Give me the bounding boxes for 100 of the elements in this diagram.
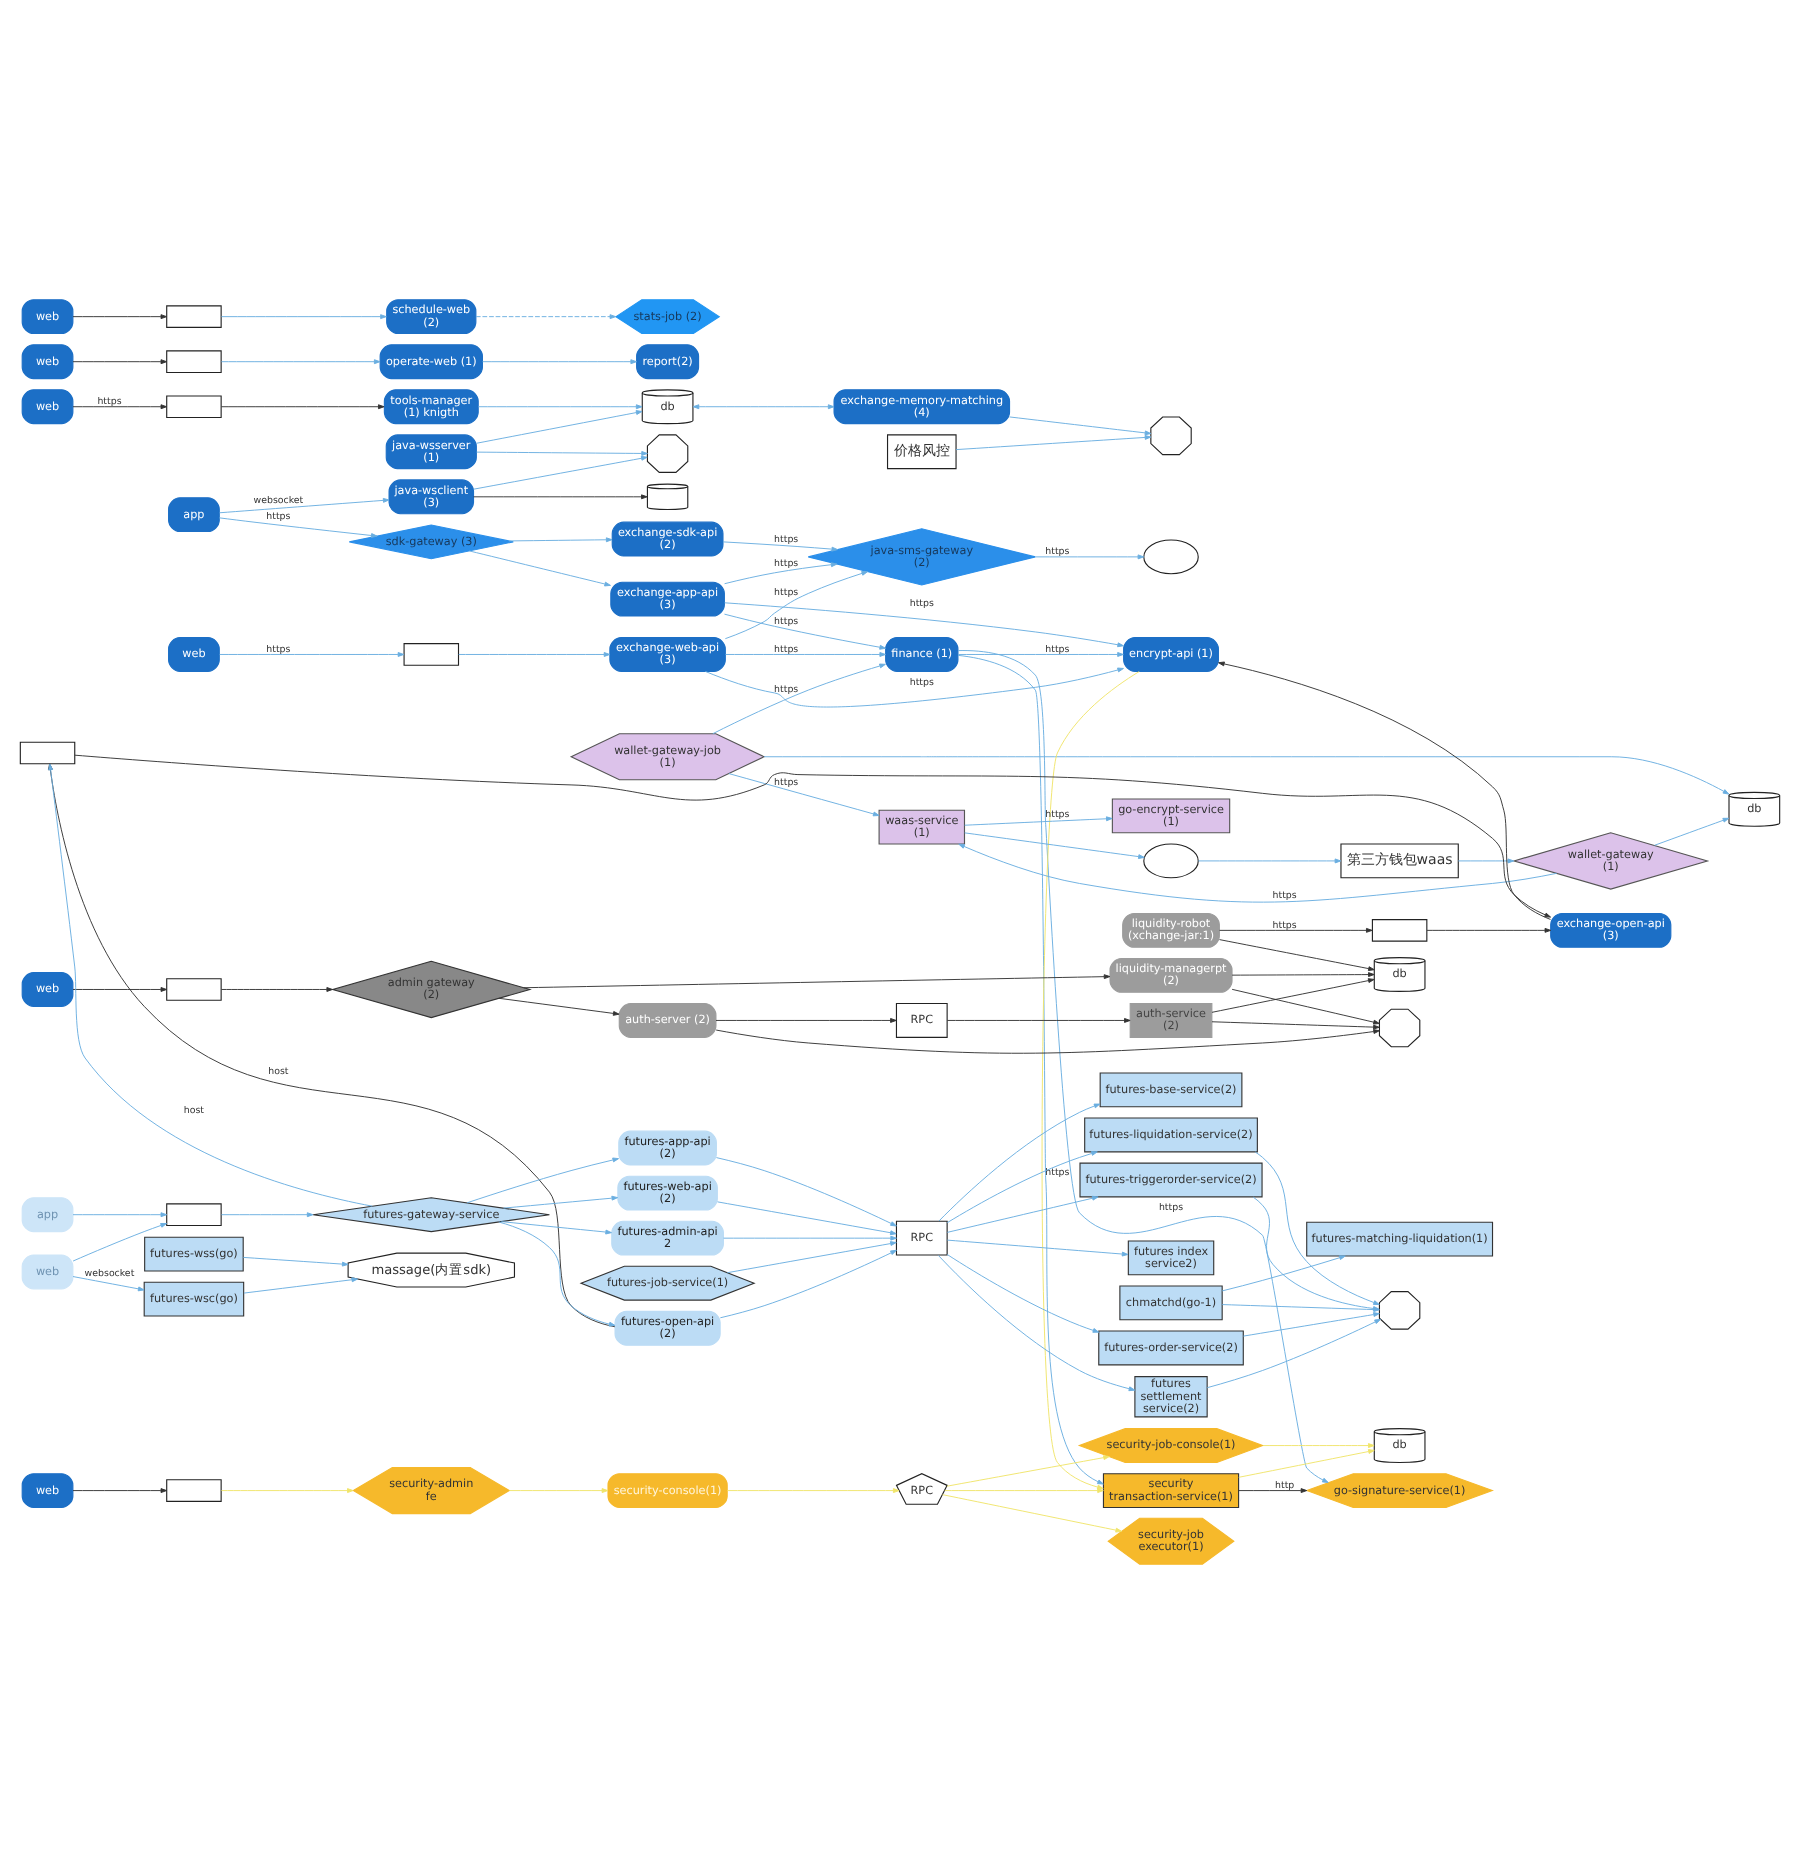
arrow [724, 601, 1124, 647]
arrow [1219, 926, 1373, 932]
arrow [476, 409, 643, 443]
arrow [476, 450, 648, 455]
node-box [19, 740, 76, 764]
arrow [957, 649, 1329, 1482]
arrow [242, 1255, 349, 1266]
node-box [166, 1478, 222, 1501]
arrow [508, 536, 613, 542]
arrow [946, 1238, 1129, 1256]
arrow [218, 516, 378, 537]
arrow [220, 986, 333, 991]
arrow [72, 1487, 168, 1493]
arrow [724, 561, 838, 584]
arrow [722, 540, 839, 551]
node-box [166, 349, 222, 373]
arrow [946, 1253, 1100, 1332]
arrow [1211, 977, 1375, 1012]
arrow [728, 772, 880, 816]
arrow [468, 549, 611, 586]
arrow [1218, 660, 1551, 919]
arrow [1242, 1311, 1380, 1336]
node-octagon [1378, 1007, 1421, 1047]
arrow [498, 996, 620, 1015]
arrow [726, 1487, 900, 1493]
arrow [712, 662, 886, 734]
arrow [1238, 1487, 1308, 1493]
arrow [475, 313, 617, 319]
arrow [503, 1194, 619, 1208]
arrow [1254, 1150, 1380, 1304]
arrow [219, 496, 390, 513]
arrow [473, 493, 648, 499]
arrow [723, 1234, 897, 1240]
arrow [1041, 670, 1140, 1489]
arrow [523, 973, 1111, 988]
arrow [1262, 1442, 1375, 1447]
arrow [47, 762, 616, 1327]
arrow [220, 1211, 314, 1217]
arrow [243, 1276, 359, 1293]
node-octagon [646, 433, 689, 472]
arrow [942, 1493, 1123, 1532]
arrow [957, 651, 1124, 656]
arrow [72, 358, 168, 364]
node-box [166, 304, 222, 327]
arrow [48, 762, 373, 1206]
arrow [725, 651, 886, 656]
arrow [473, 454, 648, 489]
arrow [724, 612, 886, 649]
arrow [1238, 1448, 1375, 1477]
arrow [72, 986, 168, 991]
arrow [220, 313, 387, 319]
node-octagon [1150, 415, 1192, 455]
arrow [1654, 816, 1730, 845]
arrow [719, 1248, 897, 1318]
arrow [955, 434, 1152, 450]
node-octagon [1378, 1290, 1421, 1329]
arrow [72, 1222, 167, 1261]
arrow [219, 651, 405, 656]
arrow [715, 1156, 897, 1226]
arrow [1035, 553, 1145, 559]
arrow [72, 403, 168, 409]
arrow [72, 1275, 145, 1291]
arrow [477, 403, 643, 409]
arrow [74, 753, 1552, 917]
arrow [1231, 971, 1375, 977]
node-cloud [1143, 842, 1199, 878]
arrow [1197, 857, 1342, 863]
arrow [1231, 987, 1380, 1024]
arrow [1206, 1317, 1381, 1388]
node-box [166, 977, 222, 1000]
arrow [715, 1028, 1380, 1053]
arrow [466, 1156, 620, 1203]
arrow [72, 313, 168, 319]
arrow [220, 403, 385, 409]
arrow [482, 358, 637, 364]
arrow [717, 1200, 897, 1235]
arrow [938, 1102, 1101, 1221]
node-box [1371, 918, 1428, 941]
arrow [937, 1253, 1136, 1391]
node-box [166, 394, 222, 418]
arrow [1219, 938, 1375, 971]
arrow [946, 1454, 1110, 1486]
arrow [1211, 1020, 1380, 1029]
node-cloud [1143, 538, 1199, 574]
arrow [500, 1220, 612, 1234]
arrow [1457, 857, 1515, 863]
arrow [763, 755, 1730, 794]
arrow [72, 1211, 168, 1217]
arrow [220, 1487, 354, 1493]
arrow [944, 1487, 1104, 1493]
arrow [458, 651, 611, 656]
arrow [692, 403, 835, 409]
arrow [946, 1150, 1098, 1223]
arrow [726, 1240, 897, 1273]
arrow [957, 653, 1104, 1484]
arrow [946, 1194, 1099, 1232]
arrow [724, 569, 868, 639]
arrow [220, 358, 381, 364]
arrow [964, 815, 1113, 825]
arrow [946, 1017, 1131, 1022]
